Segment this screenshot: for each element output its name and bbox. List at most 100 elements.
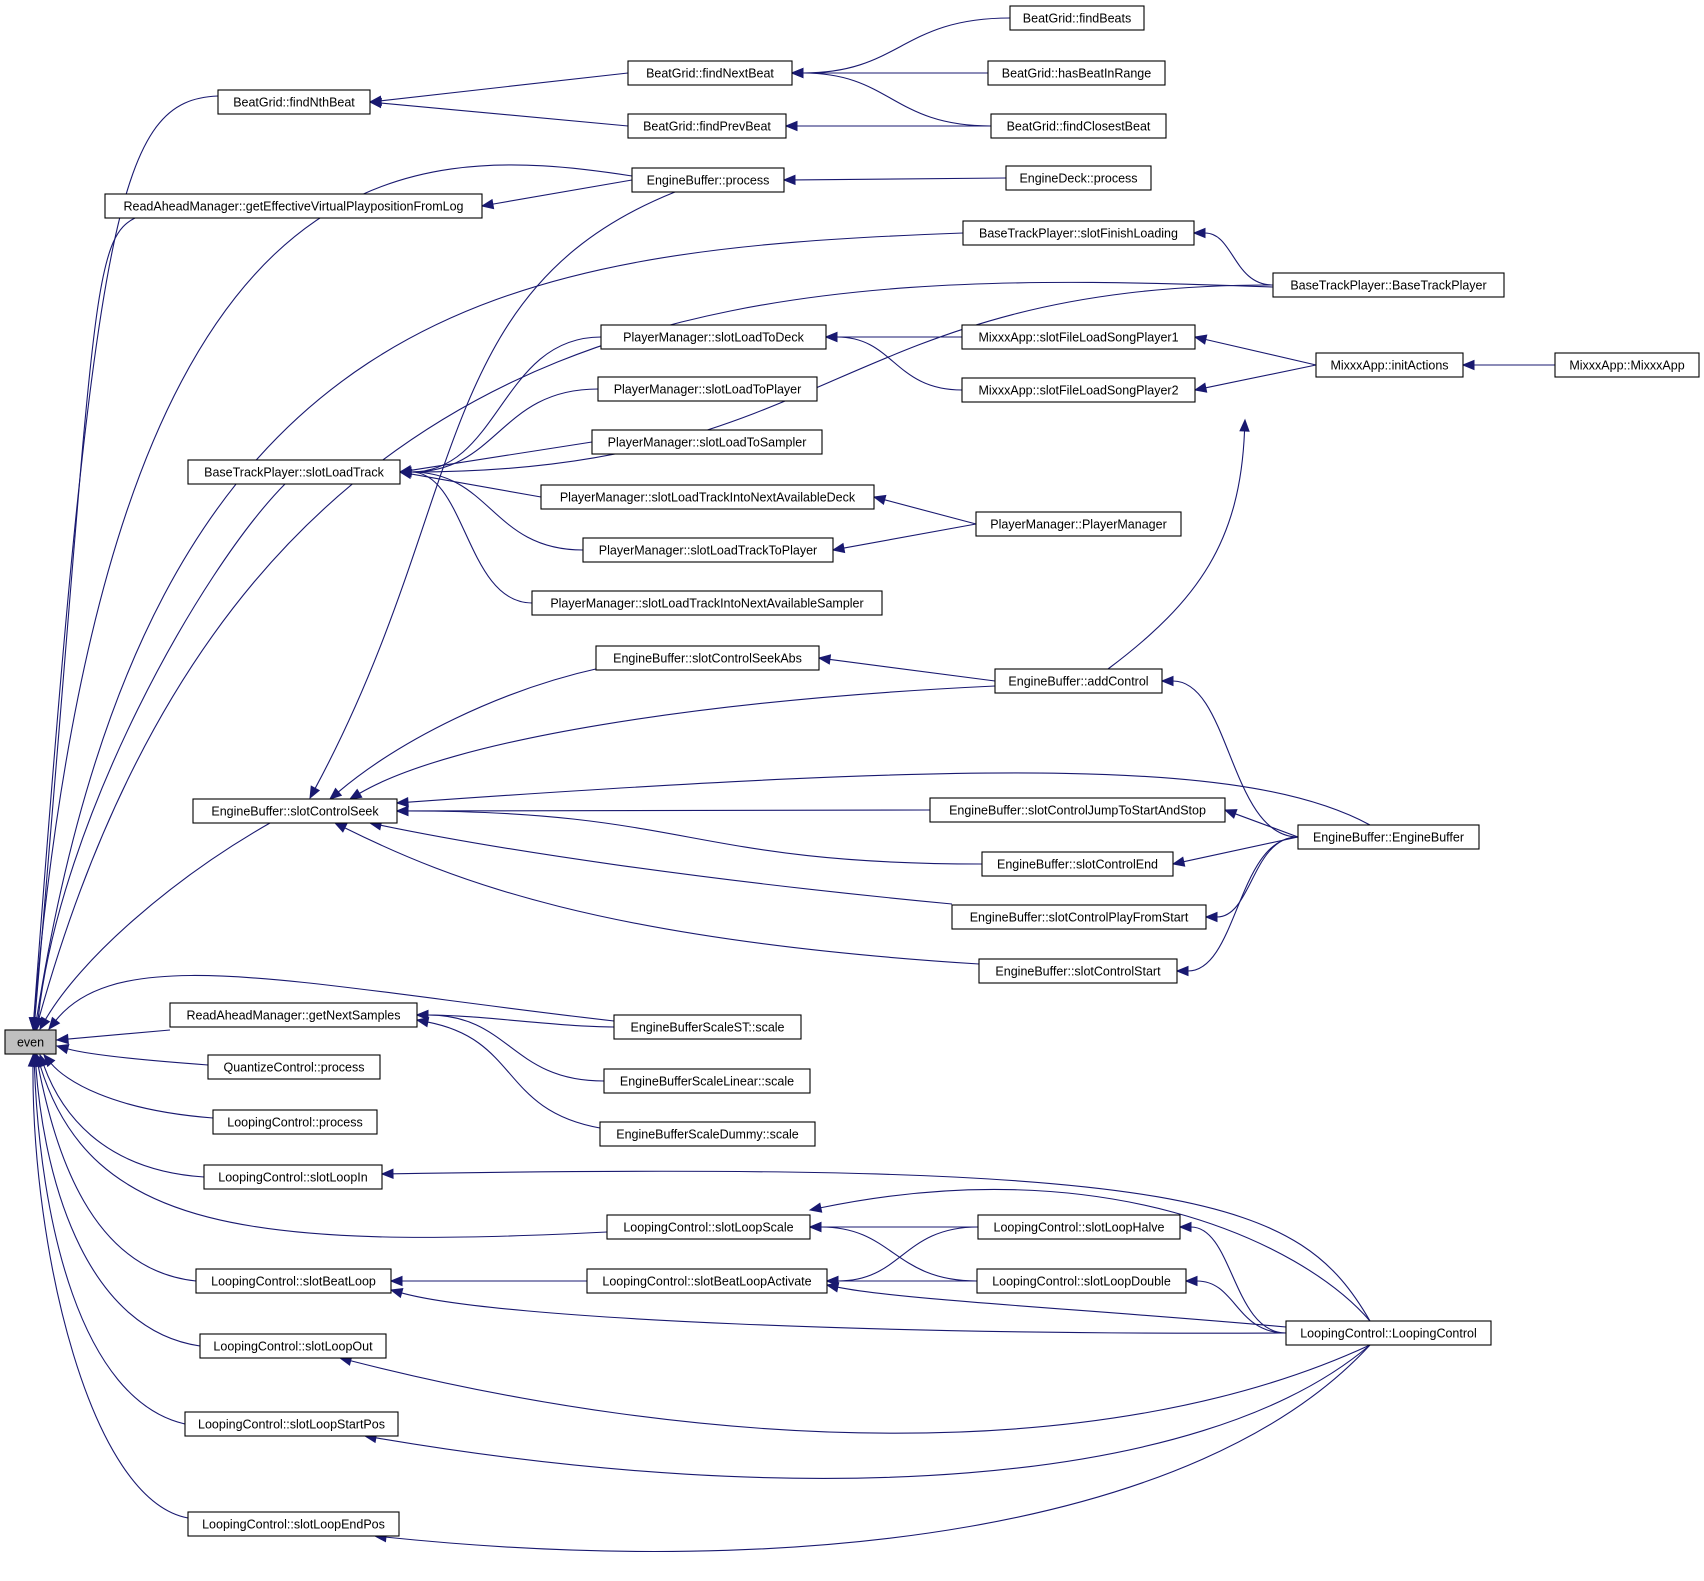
- node-lcLoopOut[interactable]: LoopingControl::slotLoopOut: [199, 1333, 387, 1359]
- edge-ramNext-to-even-arrowhead: [55, 1033, 69, 1045]
- node-btpLoadTrack[interactable]: BaseTrackPlayer::slotLoadTrack: [187, 459, 401, 485]
- node-mxSong1[interactable]: MixxxApp::slotFileLoadSongPlayer1: [961, 324, 1196, 350]
- node-box: [606, 1214, 811, 1240]
- node-box: [591, 429, 823, 455]
- edge-ebCtor-to-ebSeek: [407, 772, 1371, 826]
- node-lcStartPos[interactable]: LoopingControl::slotLoopStartPos: [184, 1411, 399, 1437]
- node-btpFinish[interactable]: BaseTrackPlayer::slotFinishLoading: [962, 220, 1195, 246]
- node-box: [597, 376, 818, 402]
- edge-pmCtor-to-pmNextDeck-arrowhead: [872, 494, 887, 506]
- edge-ebsLinear-to-ramNext-arrowhead: [415, 1009, 429, 1021]
- edge-ebPlayFromStart-to-ebSeek: [380, 824, 953, 905]
- node-box: [1315, 352, 1464, 378]
- node-lcCtor[interactable]: LoopingControl::LoopingControl: [1285, 1320, 1492, 1346]
- node-ebSeek[interactable]: EngineBuffer::slotControlSeek: [192, 798, 398, 824]
- node-label: EngineDeck::process: [1019, 172, 1137, 186]
- node-lcBeatLoop[interactable]: LoopingControl::slotBeatLoop: [195, 1268, 392, 1294]
- node-ebAddControl[interactable]: EngineBuffer::addControl: [994, 668, 1163, 694]
- node-pmLoadToDeck[interactable]: PlayerManager::slotLoadToDeck: [600, 324, 827, 350]
- edge-btpCtor-to-btpLoadTrack: [410, 284, 1274, 473]
- node-lcLoopIn[interactable]: LoopingControl::slotLoopIn: [203, 1164, 383, 1190]
- edge-mxSong2-to-pmLoadToDeck: [836, 336, 963, 391]
- edge-findPrevBeat-to-findNthBeat-arrowhead: [368, 97, 382, 109]
- node-ebsDummy[interactable]: EngineBufferScaleDummy::scale: [599, 1121, 816, 1147]
- node-mxCtor[interactable]: MixxxApp::MixxxApp: [1554, 352, 1700, 378]
- node-box: [613, 1014, 802, 1040]
- node-mxSong2[interactable]: MixxxApp::slotFileLoadSongPlayer2: [961, 377, 1196, 403]
- edge-lcLoopDouble-to-lcLoopScale: [820, 1226, 978, 1282]
- edge-ebCtor-to-ebEnd-arrowhead: [1171, 856, 1186, 867]
- node-box: [961, 324, 1196, 350]
- edge-lcEndPos-to-even-arrowhead: [27, 1053, 39, 1067]
- node-pmCtor[interactable]: PlayerManager::PlayerManager: [975, 511, 1182, 537]
- node-ramGetEff[interactable]: ReadAheadManager::getEffectiveVirtualPla…: [104, 193, 483, 219]
- edge-edProcess-to-ebProcess-arrowhead: [782, 174, 796, 186]
- node-edProcess[interactable]: EngineDeck::process: [1005, 165, 1152, 191]
- edge-lcStartPos-to-even: [33, 1065, 186, 1425]
- node-label: EngineBuffer::EngineBuffer: [1313, 831, 1464, 845]
- node-ebJump[interactable]: EngineBuffer::slotControlJumpToStartAndS…: [929, 797, 1226, 823]
- edge-btpCtor-to-even: [38, 281, 1274, 1019]
- node-box: [169, 1002, 418, 1028]
- edge-ebProcess-to-ramGetEff: [492, 179, 633, 205]
- node-ramNext[interactable]: ReadAheadManager::getNextSamples: [169, 1002, 418, 1028]
- node-pmLoadToSampler[interactable]: PlayerManager::slotLoadToSampler: [591, 429, 823, 455]
- edge-ebAddControl-to-ebSeekAbs-arrowhead: [817, 654, 832, 665]
- edge-lcCtor-to-lcBeatLoopAct-arrowhead: [825, 1282, 840, 1293]
- node-ebSeekAbs[interactable]: EngineBuffer::slotControlSeekAbs: [595, 645, 820, 671]
- node-ebEnd[interactable]: EngineBuffer::slotControlEnd: [981, 851, 1174, 877]
- node-box: [975, 511, 1182, 537]
- node-lcBeatLoopAct[interactable]: LoopingControl::slotBeatLoopActivate: [586, 1268, 828, 1294]
- node-box: [978, 958, 1178, 984]
- node-hasBeatInRange[interactable]: BeatGrid::hasBeatInRange: [987, 60, 1166, 86]
- edge-ebCtor-to-ebJump: [1235, 813, 1299, 838]
- node-lcLoopScale[interactable]: LoopingControl::slotLoopScale: [606, 1214, 811, 1240]
- edge-lcCtor-to-lcBeatLoopAct: [837, 1286, 1287, 1328]
- edge-pmCtor-to-pmNextDeck: [884, 499, 977, 525]
- edge-mxSong2-to-pmLoadToDeck-arrowhead: [824, 331, 838, 343]
- node-ebsLinear[interactable]: EngineBufferScaleLinear::scale: [603, 1068, 811, 1094]
- edge-lcCtor-to-lcLoopDouble: [1196, 1280, 1287, 1334]
- node-lcProcess[interactable]: LoopingControl::process: [212, 1109, 378, 1135]
- edge-mxInit-to-mxSong1-arrowhead: [1193, 334, 1208, 345]
- node-qcProcess[interactable]: QuantizeControl::process: [207, 1054, 381, 1080]
- node-pmLoadToPlayer[interactable]: PlayerManager::slotLoadToPlayer: [597, 376, 818, 402]
- node-ebStart[interactable]: EngineBuffer::slotControlStart: [978, 958, 1178, 984]
- node-even[interactable]: even: [4, 1029, 57, 1055]
- edge-btpCtor-to-btpFinish: [1204, 232, 1274, 286]
- edge-ebAddControl-to-ebSeek: [359, 685, 996, 794]
- edge-ramNext-to-even: [67, 1029, 171, 1040]
- node-label: MixxxApp::initActions: [1330, 359, 1448, 373]
- node-findClosestBeat[interactable]: BeatGrid::findClosestBeat: [990, 113, 1167, 139]
- node-ebCtor[interactable]: EngineBuffer::EngineBuffer: [1297, 824, 1480, 850]
- node-findBeats[interactable]: BeatGrid::findBeats: [1009, 5, 1145, 31]
- edge-pmLoadToSampler-to-btpLoadTrack: [410, 441, 593, 471]
- edge-qcProcess-to-even: [67, 1048, 209, 1066]
- node-mxInit[interactable]: MixxxApp::initActions: [1315, 352, 1464, 378]
- node-findNextBeat[interactable]: BeatGrid::findNextBeat: [627, 60, 793, 86]
- node-ebsST[interactable]: EngineBufferScaleST::scale: [613, 1014, 802, 1040]
- node-findPrevBeat[interactable]: BeatGrid::findPrevBeat: [627, 113, 787, 139]
- node-pmNextDeck[interactable]: PlayerManager::slotLoadTrackIntoNextAvai…: [540, 484, 875, 510]
- node-box: [1297, 824, 1480, 850]
- node-label: BeatGrid::findBeats: [1023, 12, 1131, 26]
- node-lcEndPos[interactable]: LoopingControl::slotLoopEndPos: [187, 1511, 400, 1537]
- edge-ebsST-to-ramNext: [427, 1014, 615, 1028]
- edge-btpFinish-to-even: [36, 232, 964, 1019]
- node-box: [1285, 1320, 1492, 1346]
- node-ebPlayFromStart[interactable]: EngineBuffer::slotControlPlayFromStart: [951, 904, 1207, 930]
- node-pmTrackToPlayer[interactable]: PlayerManager::slotLoadTrackToPlayer: [582, 537, 834, 563]
- node-btpCtor[interactable]: BaseTrackPlayer::BaseTrackPlayer: [1272, 272, 1505, 298]
- edge-lcCtor-to-lcLoopScale: [820, 1188, 1371, 1322]
- node-lcLoopDouble[interactable]: LoopingControl::slotLoopDouble: [976, 1268, 1187, 1294]
- node-box: [1554, 352, 1700, 378]
- node-pmNextSampler[interactable]: PlayerManager::slotLoadTrackIntoNextAvai…: [531, 590, 883, 616]
- node-box: [929, 797, 1226, 823]
- node-findNthBeat[interactable]: BeatGrid::findNthBeat: [217, 89, 371, 115]
- node-lcLoopHalve[interactable]: LoopingControl::slotLoopHalve: [977, 1214, 1181, 1240]
- node-ebProcess[interactable]: EngineBuffer::process: [631, 167, 785, 193]
- node-label: LoopingControl::process: [227, 1116, 363, 1130]
- edge-ebCtor-to-ebAddControl-arrowhead: [1160, 675, 1174, 687]
- node-label: LoopingControl::slotLoopOut: [213, 1340, 373, 1354]
